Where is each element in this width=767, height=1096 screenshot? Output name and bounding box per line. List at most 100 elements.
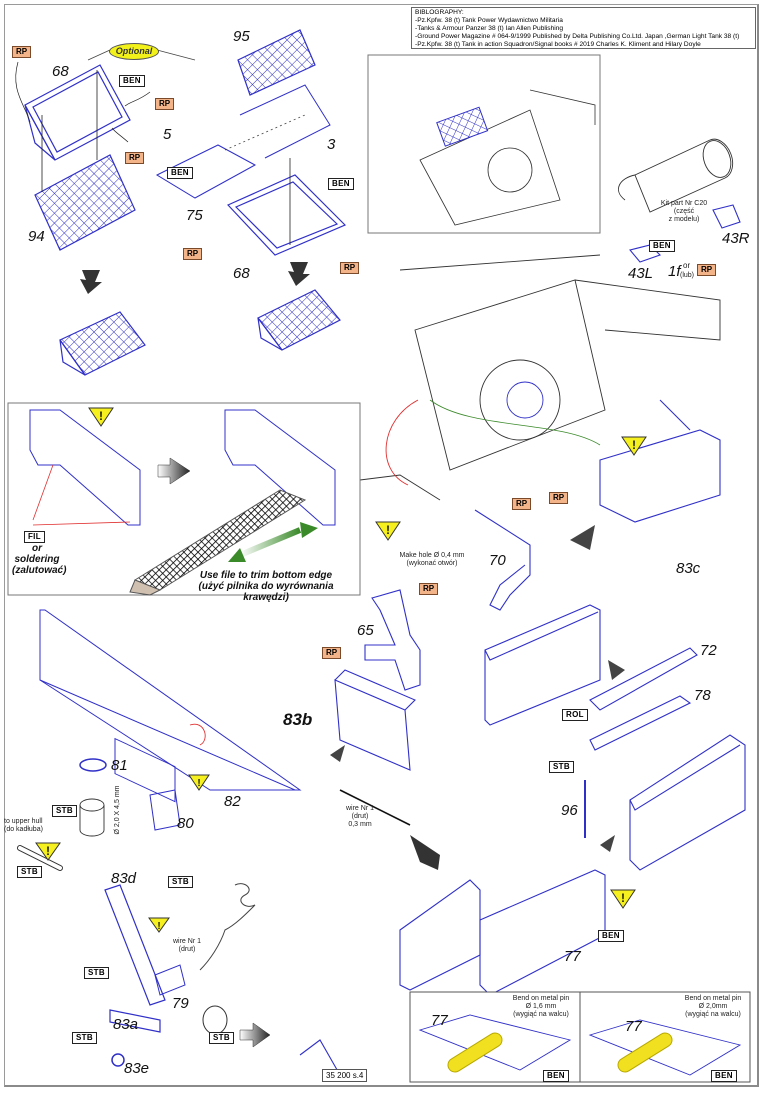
page-number: 35 200 s.4: [322, 1069, 368, 1082]
part-number: 43L: [628, 265, 654, 282]
note-line: 0,3 mm: [348, 821, 372, 828]
note-line: (wygiąć na walcu): [685, 1011, 741, 1018]
part-number: 96: [561, 802, 578, 819]
bibliography-entry: -Pz.Kpfw. 38 (t) Tank Power Wydawnictwo …: [415, 17, 563, 24]
part-65-bracket: [364, 589, 421, 691]
part-number: 43R: [722, 230, 750, 247]
part-79-link: [154, 964, 186, 996]
note-line: Ø 1,6 mm: [525, 1003, 557, 1010]
rp-tag: RP: [155, 98, 175, 110]
note-line: z modelu): [668, 216, 700, 223]
note-line: (użyć pilnika do wyrównania krawędzi): [198, 581, 334, 603]
note-line: (drut): [178, 946, 196, 953]
assembly-arrow-lines: [41, 70, 98, 192]
part-75-plate: [155, 144, 257, 199]
ben-tag: BEN: [649, 240, 675, 252]
green-motion-arrow: [238, 527, 302, 558]
part-83e-cap: [111, 1053, 125, 1067]
bend-note-a: Bend on metal pin Ø 1,6 mm (wygiąć na wa…: [505, 995, 577, 1019]
fender-83c: [484, 604, 601, 726]
note-line: (część: [673, 208, 695, 215]
rol-tag: ROL: [562, 709, 588, 721]
rp-tag: RP: [125, 152, 145, 164]
part-78-lid: [589, 695, 692, 751]
note-line: wire Nr 1: [345, 805, 374, 812]
lub-note: (lub): [680, 272, 695, 279]
ben-tag: BEN: [711, 1070, 737, 1082]
rp-tag: RP: [419, 583, 439, 595]
stb-tag: STB: [549, 761, 574, 773]
parts-43: [629, 204, 741, 263]
spring-coil: [199, 883, 256, 971]
engine-deck-inset: [367, 54, 601, 234]
file-trim-note: Use file to trim bottom edge (użyć pilni…: [176, 570, 356, 603]
rp-tag: RP: [12, 46, 32, 58]
note-line: (wykonać otwór): [406, 560, 458, 567]
muffler-kit-part: [618, 138, 734, 213]
note-line: (do kadłuba): [4, 826, 43, 833]
note-line: to upper hull: [4, 818, 43, 825]
dimension-note: Ø 2,0 X 4,5 mm: [114, 785, 121, 835]
stb-tag: STB: [84, 967, 109, 979]
rp-tag: RP: [549, 492, 569, 504]
upper-hull-note: to upper hull (do kadłuba): [4, 818, 50, 834]
part-number: 82: [224, 793, 241, 810]
bibliography-title: BIBLOGRAPHY:: [415, 9, 464, 16]
part-number: 77: [431, 1012, 448, 1029]
part-number: 78: [694, 687, 711, 704]
part-number: 83d: [111, 870, 137, 887]
sheet-frame: [4, 4, 759, 1087]
rp-tag: RP: [697, 264, 717, 276]
part-number: 80: [177, 815, 194, 832]
part-68-frame-left: [24, 64, 131, 161]
bibliography-entry: -Tanks & Armour Panzer 38 (t) Ian Allen …: [415, 25, 564, 32]
part-80-plate: [149, 789, 181, 831]
optional-badge: Optional: [109, 43, 159, 60]
note-line: (drut): [351, 813, 369, 820]
stb-tag: STB: [209, 1032, 234, 1044]
fender-plate-after: [224, 409, 336, 526]
note-line: wire Nr 1: [172, 938, 201, 945]
bend-note-b: Bend on metal pin Ø 2,0mm (wygiąć na wal…: [677, 995, 749, 1019]
rp-tag: RP: [340, 262, 360, 274]
part-number: 83a: [113, 1016, 139, 1033]
part-number: 1f: [668, 263, 681, 280]
part-number: 77: [564, 948, 581, 965]
bibliography-entry: -Pz.Kpfw. 38 (t) Tank in action Squadron…: [415, 41, 701, 48]
fender-plate-before: [29, 409, 141, 526]
note-line: Kit part Nr C20: [660, 200, 708, 207]
kit-part-note: Kit part Nr C20 (część z modelu): [654, 200, 714, 224]
or-note: or: [683, 261, 691, 270]
wire-note: wire Nr 1 (drut): [170, 938, 204, 954]
note-line: Bend on metal pin: [684, 995, 742, 1002]
part-70-bracket: [474, 509, 531, 611]
part-number: 72: [700, 642, 717, 659]
svg-text:!: !: [621, 891, 625, 905]
note-line: Ø 2,0mm: [698, 1003, 728, 1010]
note-line: or: [32, 543, 42, 554]
down-arrow-icon-lower: [410, 835, 440, 870]
part-number: 70: [489, 552, 506, 569]
warning-icons: [35, 407, 647, 933]
up-arrow-icon: [330, 745, 345, 762]
part-number: 79: [172, 995, 189, 1012]
stb-tag: STB: [168, 876, 193, 888]
part-number: 83b: [283, 710, 313, 729]
part-number: 65: [357, 622, 374, 639]
note-line: (zalutować): [12, 565, 67, 576]
assembled-grille-right: [257, 289, 341, 351]
part-number: 81: [111, 757, 128, 774]
part-95-mesh: [237, 29, 316, 96]
ben-tag: BEN: [543, 1070, 569, 1082]
hull-rear-main: [359, 254, 721, 501]
part-68-frame-right: [226, 174, 347, 256]
part-number: 77: [625, 1018, 642, 1035]
part-94-mesh: [34, 154, 136, 251]
part-number: 95: [233, 28, 250, 45]
ben-tag: BEN: [167, 167, 193, 179]
storage-box-with-tubes: [629, 734, 746, 871]
ben-tag: BEN: [328, 178, 354, 190]
note-line: Use file to trim bottom edge: [199, 570, 333, 581]
ben-tag: BEN: [598, 930, 624, 942]
